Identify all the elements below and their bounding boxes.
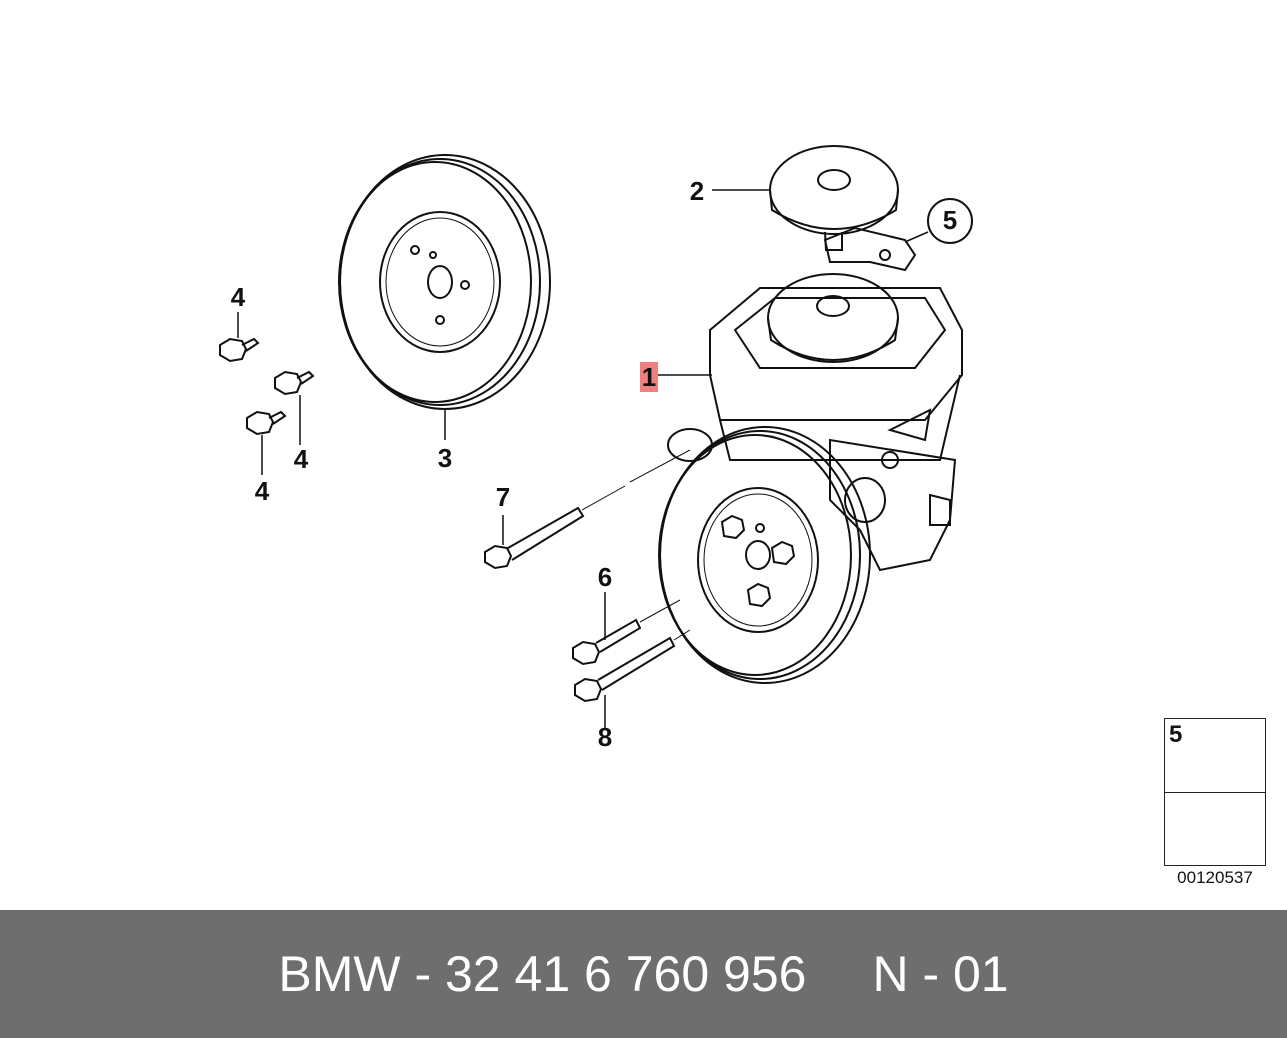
bolt-icon — [274, 370, 315, 445]
callout-2: 2 — [689, 176, 705, 206]
bolt-icon — [246, 410, 287, 475]
pump-body-icon — [667, 408, 957, 572]
callout-3: 3 — [437, 443, 453, 473]
long-bolt-icon — [484, 449, 691, 570]
diagram-reference-number: 00120537 — [1177, 868, 1253, 887]
part-number: BMW - 32 41 6 760 956 — [278, 946, 807, 1002]
page-code: N - 01 — [872, 946, 1009, 1002]
callout-4: 4 — [254, 476, 270, 506]
detail-inset: 5 — [1164, 718, 1266, 866]
callout-6: 6 — [597, 562, 613, 592]
footer-bar: BMW - 32 41 6 760 956 N - 01 — [0, 910, 1287, 1038]
parts-diagram: 1 2 3 4 4 4 5 6 7 8 5 00120537 — [219, 145, 1266, 887]
callout-1: 1 — [640, 362, 658, 392]
inset-divider — [1165, 792, 1265, 793]
callout-4: 4 — [293, 444, 309, 474]
inset-callout-5: 5 — [1169, 721, 1183, 748]
pump-pulley-icon — [658, 426, 871, 684]
bolt-icon — [572, 592, 681, 666]
power-steering-pump-illustration — [219, 145, 1259, 859]
callout-5: 5 — [927, 198, 973, 244]
callout-7: 7 — [495, 482, 511, 512]
pulley-icon — [338, 154, 551, 410]
callout-8: 8 — [597, 722, 613, 752]
bolt-icon — [574, 629, 691, 728]
bracket-icon — [823, 226, 929, 272]
callout-4: 4 — [230, 282, 246, 312]
bolt-icon — [219, 312, 260, 363]
